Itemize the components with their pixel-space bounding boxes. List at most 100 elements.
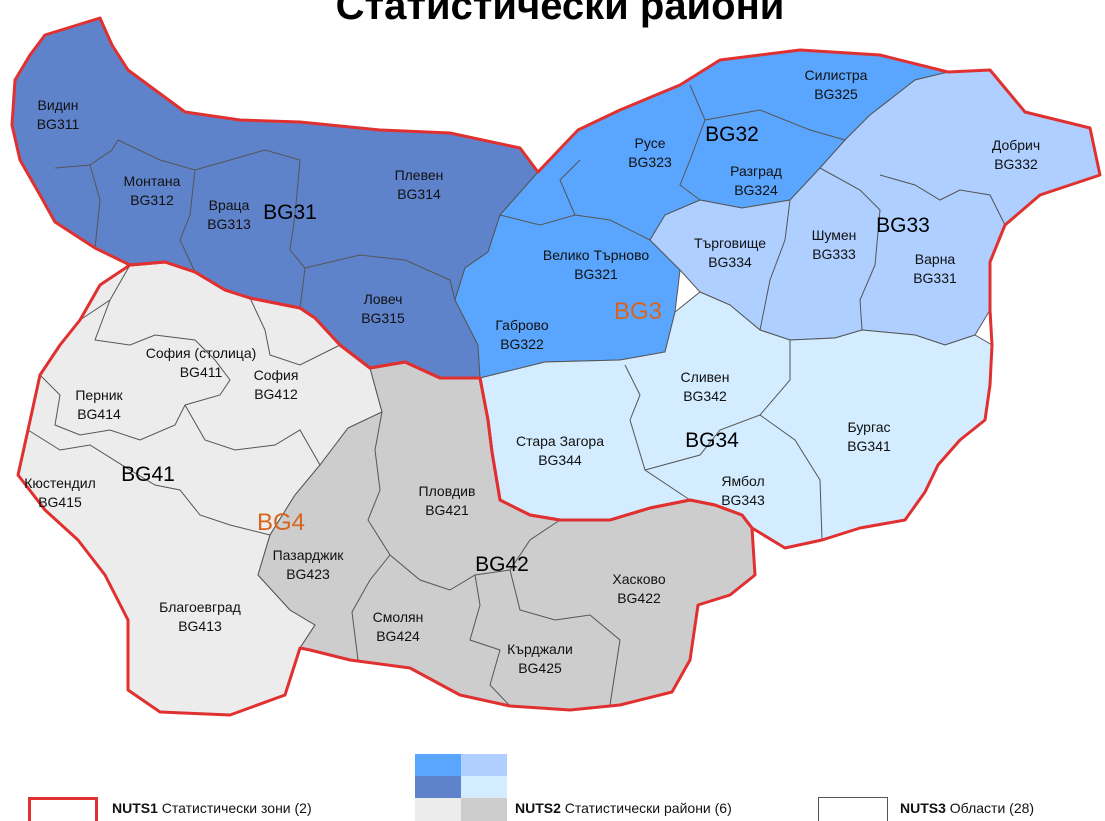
nuts2-label-bg41: BG41 [121,463,175,486]
oblast-name: София [254,367,299,383]
oblast-name: Ямбол [721,473,764,489]
oblast-code: BG312 [130,192,174,208]
nuts1-outline-bg4 [16,260,757,717]
oblast-name: Благоевград [159,599,241,615]
legend-nuts3: NUTS3 Области (28) [818,752,1098,821]
oblast-name: Велико Търново [543,247,649,263]
legend-nuts2: NUTS2 Статистически райони (6) [415,752,795,821]
legend-nuts1: NUTS1 Статистически зони (2) [28,752,368,821]
legend-nuts1-text: Статистически зони (2) [161,800,312,816]
oblast-code: BG315 [361,310,405,326]
oblast-code: BG423 [286,566,330,582]
map-title: Статистически райони [335,0,785,28]
oblast-code: BG311 [37,116,80,132]
oblast-name: Варна [915,251,956,267]
nuts2-label-bg34: BG34 [685,429,739,452]
oblast-name: Добрич [992,137,1040,153]
oblast-name: Габрово [495,317,548,333]
oblast-name: Пловдив [419,483,476,499]
oblast-code: BG425 [518,660,562,676]
oblast-code: BG332 [994,156,1038,172]
oblast-code: BG343 [721,492,765,508]
legend-nuts2-text: Статистически райони (6) [564,800,732,816]
nuts1-borders [10,16,1102,717]
oblast-code: BG331 [913,270,957,286]
nuts2-label-bg32: BG32 [705,123,759,146]
nuts1-labels: BG3 BG4 [257,298,662,536]
oblast-code: BG342 [683,388,727,404]
oblast-code: BG334 [708,254,752,270]
oblast-name: Смолян [373,609,424,625]
oblast-code: BG424 [376,628,420,644]
oblast-name: Хасково [612,571,665,587]
nuts1-label-bg4: BG4 [257,509,305,536]
oblast-code: BG344 [538,452,582,468]
oblast-name: Пазарджик [273,547,345,563]
legend-nuts2-swatch [415,754,507,821]
oblast-name: Разград [730,163,782,179]
oblast-code: BG314 [397,186,441,202]
legend-nuts2-key: NUTS2 [515,800,561,816]
oblast-label-bg411: София (столица) BG411 [146,345,257,380]
oblast-name: Перник [75,387,123,403]
oblast-code: BG415 [38,494,82,510]
oblast-code: BG322 [500,336,544,352]
oblast-code: BG333 [812,246,856,262]
oblast-name: Бургас [847,419,890,435]
oblast-name: Видин [38,97,79,113]
oblast-code: BG422 [617,590,661,606]
oblast-name: Кърджали [507,641,573,657]
nuts2-labels: BG31 BG32 BG33 BG34 BG41 BG42 [121,123,930,576]
oblast-name: Сливен [681,369,730,385]
nuts1-label-bg3: BG3 [614,298,662,325]
oblast-name: София (столица) [146,345,257,361]
nuts2-regions [11,17,1101,716]
legend-nuts3-text: Области (28) [949,800,1035,816]
oblast-code: BG341 [847,438,891,454]
nuts2-label-bg33: BG33 [876,214,930,237]
oblast-code: BG321 [574,266,618,282]
oblast-name: Търговище [694,235,766,251]
oblast-name: Стара Загора [516,433,604,449]
legend-nuts1-swatch [28,797,98,821]
nuts2-label-bg31: BG31 [263,201,317,224]
oblast-code: BG414 [77,406,121,422]
legend-nuts3-key: NUTS3 [900,800,946,816]
oblast-code: BG323 [628,154,672,170]
oblast-name: Ловеч [364,291,403,307]
oblast-name: Кюстендил [24,475,96,491]
oblast-code: BG411 [180,364,223,380]
legend-nuts3-swatch [818,797,888,821]
legend-nuts1-key: NUTS1 [112,800,158,816]
oblast-code: BG313 [207,216,251,232]
oblast-code: BG412 [254,386,298,402]
